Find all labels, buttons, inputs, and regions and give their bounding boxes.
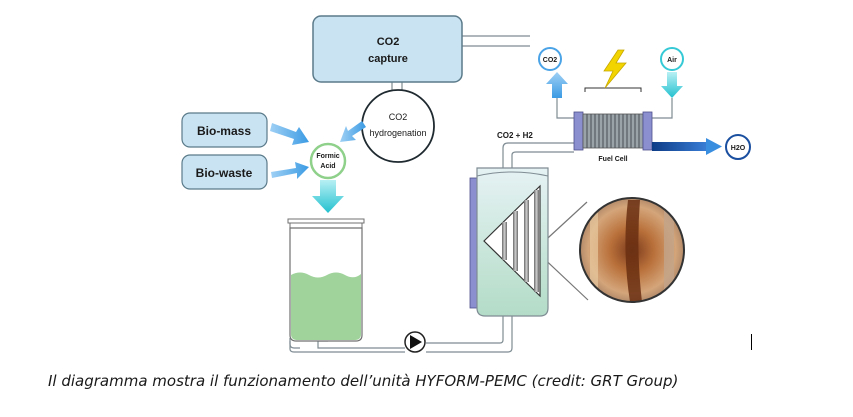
pump-icon <box>404 331 426 353</box>
co2-capture-label-2: capture <box>368 53 408 65</box>
air-input: Air <box>660 47 684 98</box>
biowaste-label: Bio-waste <box>196 166 253 180</box>
input-arrows <box>270 121 366 179</box>
hydrogenation-arrow-icon <box>340 121 366 142</box>
text-cursor <box>751 334 752 350</box>
co2-hydrogenation-label-2: hydrogenation <box>369 128 426 138</box>
biomass-arrow-icon <box>270 123 309 145</box>
co2-h2-label: CO2 + H2 <box>497 131 533 140</box>
biowaste-arrow-icon <box>271 162 309 179</box>
fuel-cell-label: Fuel Cell <box>598 156 627 163</box>
co2-capture-label-1: CO2 <box>377 36 400 48</box>
co2-hydrogenation-label-1: CO2 <box>389 112 408 122</box>
biomass-box: Bio-mass <box>181 112 268 148</box>
formic-to-tank-arrow-icon <box>312 180 344 213</box>
formic-acid-tank <box>287 218 365 342</box>
fuel-cell: Fuel Cell <box>573 87 653 163</box>
reactor <box>469 167 549 317</box>
figure-caption: Il diagramma mostra il funzionamento del… <box>48 372 679 390</box>
biomass-label: Bio-mass <box>197 124 251 138</box>
air-down-arrow-icon <box>661 72 683 98</box>
h2o-output: H2O <box>652 134 751 160</box>
biowaste-box: Bio-waste <box>181 154 268 190</box>
formic-acid-label-1: Formic <box>316 153 339 160</box>
co2-up-arrow-icon <box>546 72 568 98</box>
co2-output-label: CO2 <box>543 57 558 64</box>
lightning-bolt-icon <box>603 49 627 89</box>
co2-output: CO2 <box>538 47 568 98</box>
h2o-label: H2O <box>731 145 746 152</box>
co2-capture-unit: CO2 capture <box>312 15 463 83</box>
formic-acid-node: Formic Acid <box>309 142 347 180</box>
air-label: Air <box>667 57 677 64</box>
formic-acid-label-2: Acid <box>320 163 335 170</box>
h2o-arrow-icon <box>706 138 722 155</box>
co2-hydrogenation-unit: CO2 hydrogenation <box>361 89 435 163</box>
membrane-photo-magnifier <box>579 197 685 303</box>
